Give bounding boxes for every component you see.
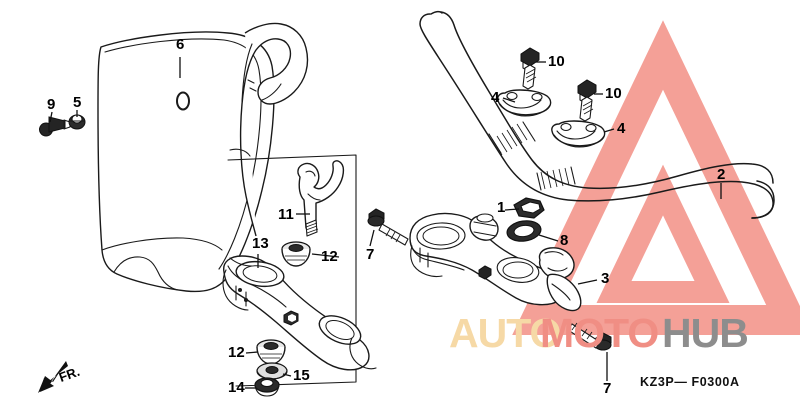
stem-nut-lower-art [256, 339, 286, 365]
callout-11: 11 [278, 206, 294, 223]
number-plate-grommet-art [68, 114, 86, 130]
callout-12-upper: 12 [321, 248, 338, 265]
callout-13: 13 [252, 235, 269, 252]
watermark-hub: HUB [662, 310, 749, 356]
callout-10-right: 10 [605, 85, 622, 102]
handlebar-upper-holder-art [538, 247, 582, 312]
callout-4-right: 4 [617, 120, 626, 137]
dust-seal-art [254, 377, 280, 397]
callout-10-left: 10 [548, 53, 565, 70]
steering-stem-washer-art [506, 220, 542, 242]
number-plate-bolt-art [39, 116, 71, 137]
top-bridge-art [409, 212, 567, 306]
leader-lines [49, 57, 722, 389]
flange-bolt-bottom-art [567, 322, 612, 351]
stem-nut-upper-art [281, 241, 311, 267]
callout-2: 2 [717, 166, 726, 183]
holder-bolt-right-art [577, 79, 597, 122]
front-number-plate-art [97, 31, 275, 293]
callout-8: 8 [560, 232, 569, 249]
steering-stem-nut-art [513, 197, 545, 219]
fr-direction-arrow [38, 361, 68, 393]
washer-art [256, 362, 288, 380]
part-number-label: KZ3P— F0300A [640, 375, 740, 389]
callout-7-lower: 7 [603, 380, 612, 397]
handlebar-knurl [488, 121, 536, 156]
handlebar-art [419, 10, 775, 219]
callout-9: 9 [47, 96, 56, 113]
handlebar-holder-left-art [497, 89, 552, 117]
callout-5: 5 [73, 94, 82, 111]
callout-12-lower: 12 [228, 344, 245, 361]
watermark-auto: AUTO [449, 310, 561, 356]
callout-3: 3 [601, 270, 610, 287]
handlebar-holder-right-art [551, 120, 606, 148]
callout-1: 1 [497, 199, 506, 216]
callout-4-left: 4 [491, 89, 500, 106]
holder-bolt-left-art [520, 47, 540, 90]
flange-bolt-upper-art [367, 208, 409, 246]
group-leader-box [227, 154, 357, 387]
callout-6: 6 [176, 36, 185, 53]
watermark-moto: MOTO [540, 310, 659, 356]
callout-7-upper: 7 [366, 246, 375, 263]
number-plate-strap-art [229, 22, 309, 237]
bottom-bridge-art [222, 255, 377, 371]
steering-stem-art [297, 160, 345, 237]
callout-14: 14 [228, 379, 245, 396]
callout-15: 15 [293, 367, 310, 384]
triangle-logo [512, 20, 800, 335]
handlebar-knurl-2 [536, 166, 576, 191]
